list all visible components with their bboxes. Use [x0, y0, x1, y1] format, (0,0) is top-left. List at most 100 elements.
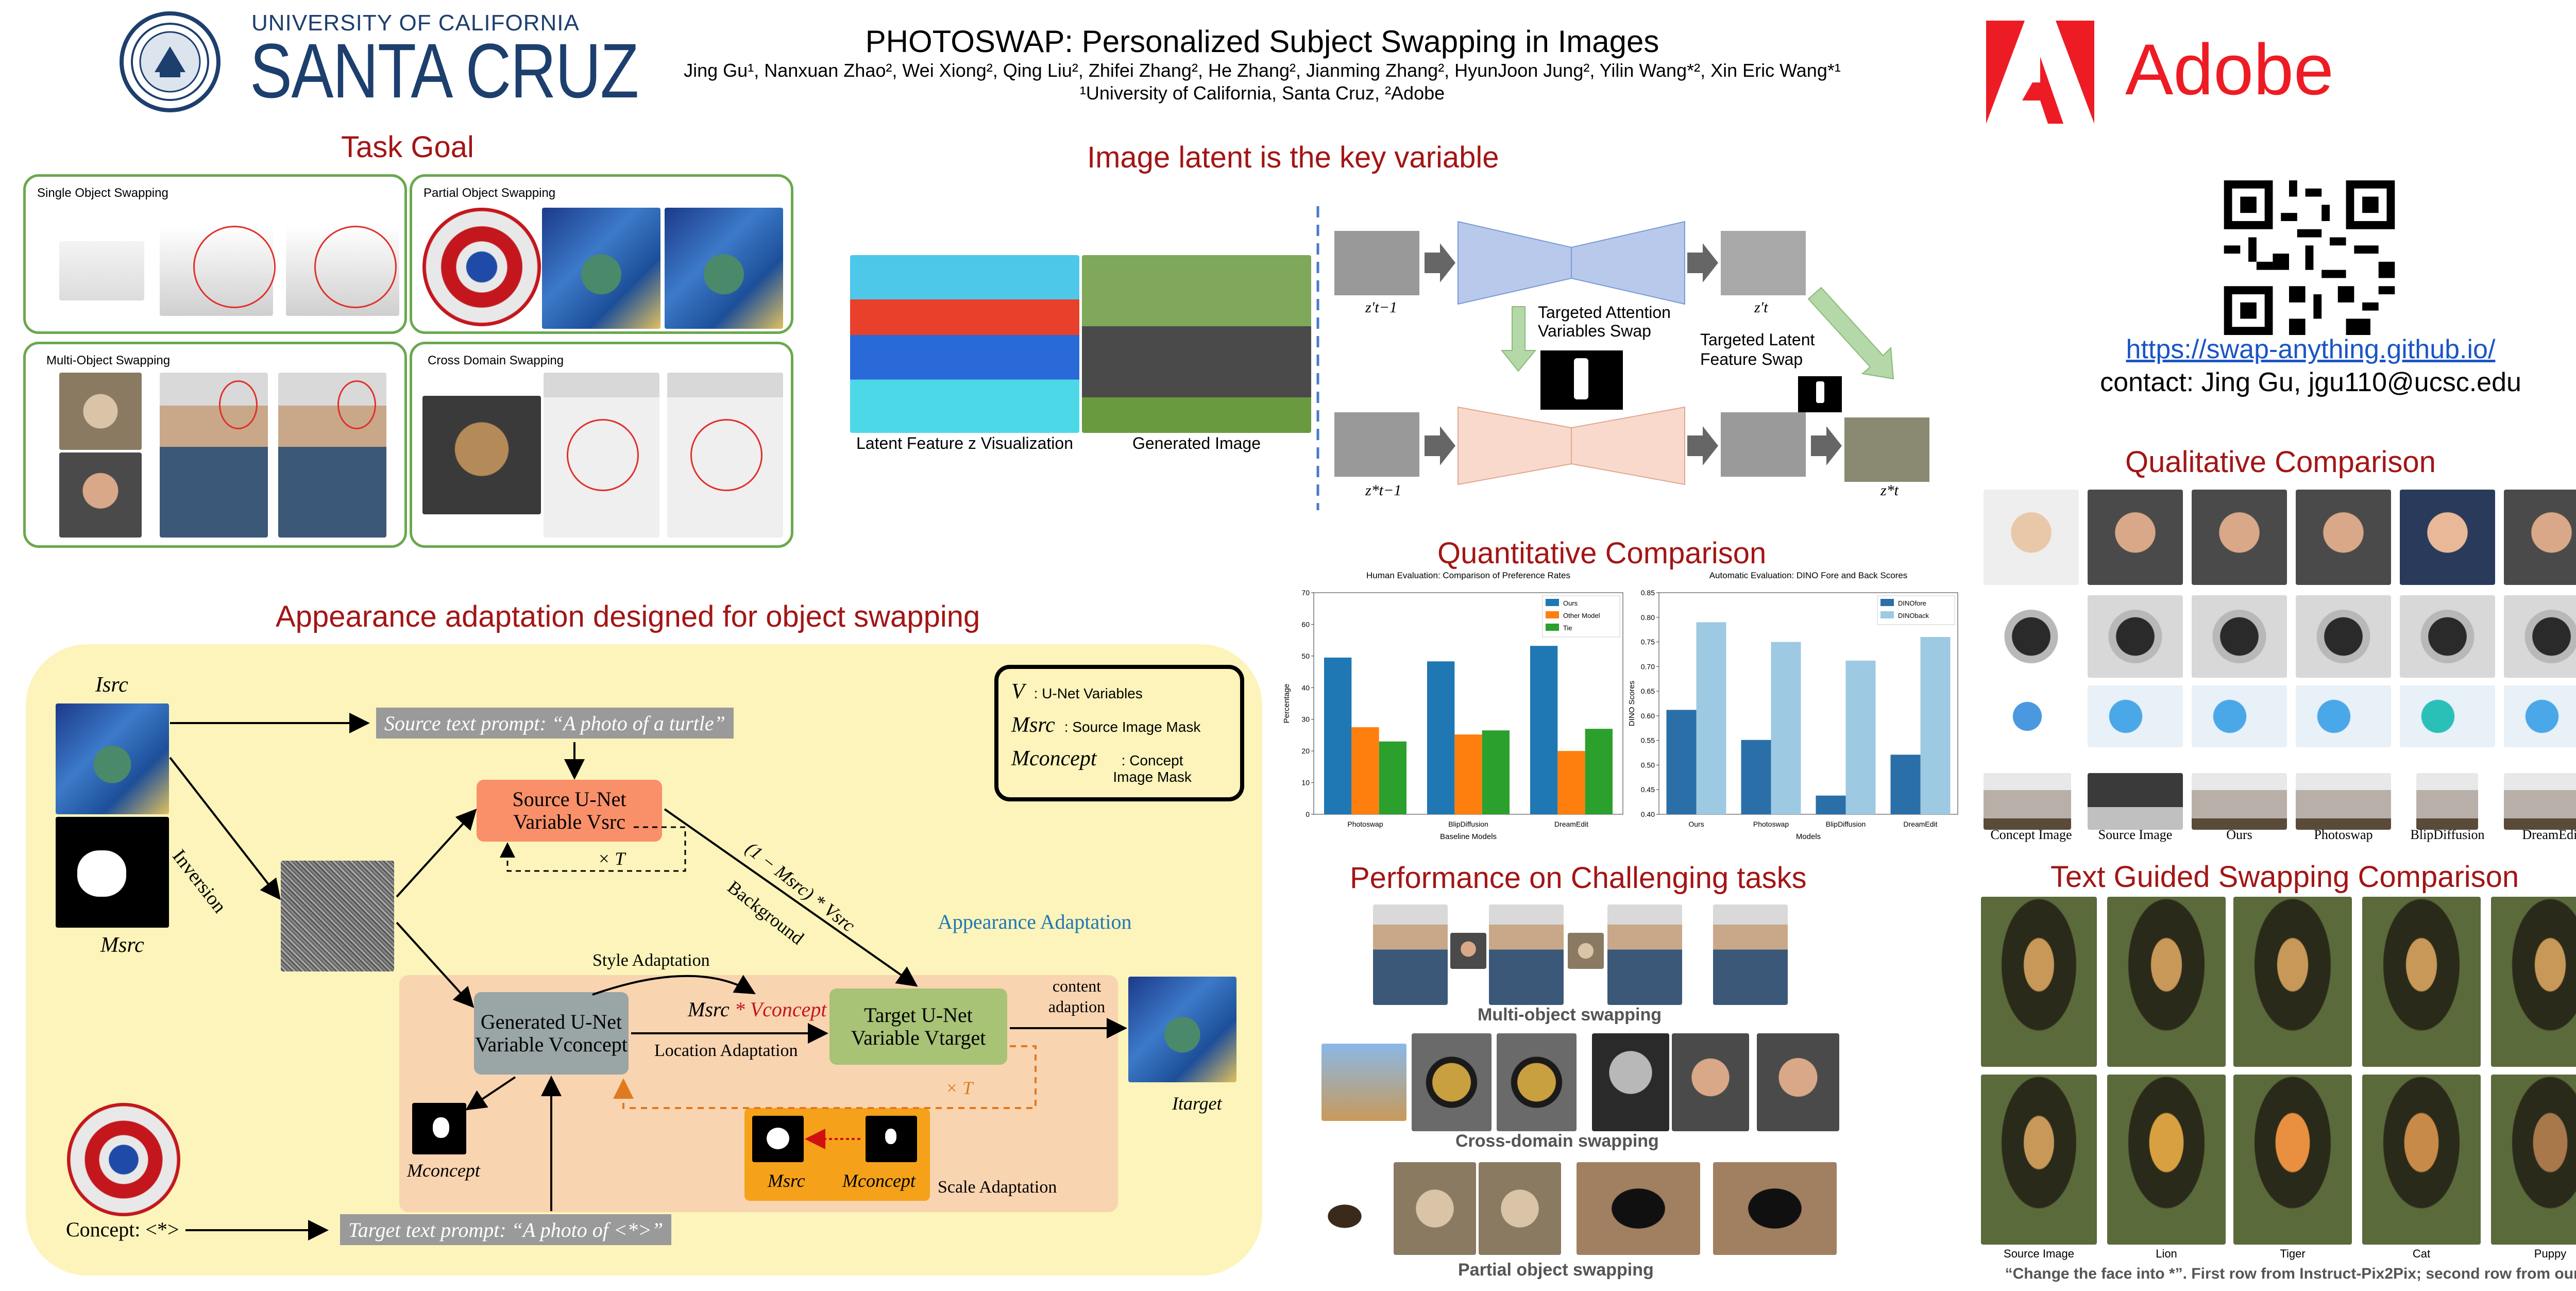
- mconcept-small-label: Mconcept: [842, 1170, 916, 1191]
- adobe-mark-icon: [1986, 21, 2094, 124]
- mask-formula: Msrc * Vconcept: [688, 997, 827, 1021]
- plot-frame: [1658, 592, 1958, 815]
- bar: [1557, 751, 1585, 814]
- generated-unet-box: Generated U-Net Variable Vconcept: [474, 992, 629, 1075]
- multi-photo: [1607, 904, 1682, 1005]
- latent-thumb: [1721, 231, 1806, 295]
- x-tick-label: Photoswap: [1347, 820, 1383, 828]
- dog-image: [422, 396, 541, 514]
- multi-photo: [1713, 904, 1788, 1005]
- red-circle: [567, 419, 639, 491]
- attention-swap-label: Targeted Attention Variables Swap: [1538, 303, 1671, 340]
- z-label: z′t: [1754, 299, 1768, 316]
- qr-code-icon[interactable]: [2223, 180, 2396, 335]
- generated-unet-text: Generated U-Net Variable Vconcept: [475, 1010, 628, 1056]
- y-tick-label: 0.45: [1641, 785, 1655, 794]
- variable-legend: V : U-Net Variables Msrc : Source Image …: [994, 665, 1244, 801]
- multi-images: [1373, 904, 1795, 1008]
- bar: [1666, 710, 1697, 814]
- legend-row: V : U-Net Variables: [1011, 679, 1143, 704]
- z-label: z*t−1: [1365, 482, 1402, 499]
- legend-label: Ours: [1563, 599, 1578, 607]
- grid-photo: [2192, 685, 2287, 747]
- grid-photo: [2296, 685, 2391, 747]
- latent-swap-label: Targeted Latent Feature Swap: [1700, 330, 1815, 368]
- y-tick-label: 0: [1306, 810, 1310, 818]
- grid-photo: [2504, 490, 2576, 585]
- eye-photo: [1713, 1162, 1837, 1255]
- noise-latent-image: [281, 861, 394, 971]
- grid-photo: [2504, 595, 2576, 678]
- y-tick-label: 0.50: [1641, 761, 1655, 769]
- task-box-single: Single Object Swapping: [23, 174, 407, 334]
- qualitative-section-title: Qualitative Comparison: [2125, 445, 2436, 479]
- target-unet-text: Target U-Net Variable Vtarget: [851, 1003, 986, 1049]
- mask-formula-m: Msrc: [688, 998, 730, 1021]
- bar: [1816, 795, 1846, 814]
- y-tick-label: 50: [1301, 652, 1310, 660]
- grid-photo: [2504, 685, 2576, 747]
- msrc-label: Msrc: [100, 933, 144, 958]
- mask-formula-v: * Vconcept: [734, 998, 827, 1021]
- grid-photo: [1991, 685, 2063, 747]
- appearance-section-title: Appearance adaptation designed for objec…: [276, 600, 980, 633]
- arrow-right: [1811, 426, 1842, 465]
- adobe-logo: Adobe: [1986, 21, 2357, 129]
- qual-caption: DreamEdit: [2522, 827, 2576, 842]
- latent-mask-shape: [1816, 381, 1824, 403]
- task-goal-title: Task Goal: [341, 130, 474, 164]
- ucsc-name-text: SANTA CRUZ: [250, 27, 639, 114]
- mconcept-label: Mconcept: [407, 1160, 480, 1181]
- x-tick-label: DreamEdit: [1903, 820, 1937, 828]
- y-tick-label: 0.60: [1641, 712, 1655, 720]
- legend-desc: : U-Net Variables: [1033, 685, 1143, 701]
- project-link[interactable]: https://swap-anything.github.io/: [2126, 334, 2496, 364]
- bar: [1845, 660, 1876, 814]
- red-circle: [337, 380, 376, 429]
- legend-row: Msrc : Source Image Mask: [1011, 713, 1200, 737]
- legend-label: Other Model: [1563, 612, 1600, 619]
- concept-mask-shape: [433, 1117, 449, 1138]
- y-tick-label: 20: [1301, 747, 1310, 755]
- bar: [1427, 661, 1455, 814]
- mona-photo: [2362, 1075, 2481, 1245]
- mona-photo: [2107, 1075, 2226, 1245]
- y-tick-label: 0.80: [1641, 613, 1655, 622]
- latent-viz-caption: Latent Feature z Visualization: [856, 434, 1073, 452]
- grid-photo: [2088, 490, 2183, 585]
- text-guided-section-title: Text Guided Swapping Comparison: [2050, 860, 2519, 894]
- affiliation-line: ¹University of California, Santa Cruz, ²…: [1079, 82, 1445, 104]
- legend-swatch: [1880, 611, 1894, 618]
- bar: [1530, 646, 1558, 814]
- target-turtle-image: [1128, 977, 1236, 1082]
- legend-label: Tie: [1563, 624, 1572, 632]
- man-face-image: [59, 452, 142, 538]
- y-tick-label: 40: [1301, 683, 1310, 692]
- grid-photo: [2416, 773, 2478, 830]
- location-adaptation-label: Location Adaptation: [654, 1041, 798, 1060]
- mona-grid: [1981, 897, 2576, 1247]
- latent-thumb: [1721, 412, 1806, 477]
- latent-thumb: [1334, 231, 1419, 295]
- style-adaptation-label: Style Adaptation: [592, 951, 710, 970]
- mona-photo: [2491, 1075, 2576, 1245]
- concept-label: Concept: <*>: [66, 1218, 179, 1241]
- task-box-cross: Cross Domain Swapping: [410, 342, 793, 548]
- latent-diagram: [1316, 206, 1929, 510]
- legend-swatch: [1546, 599, 1559, 606]
- grid-photo: [2296, 490, 2391, 585]
- y-axis-label: Percentage: [1282, 684, 1291, 724]
- y-tick-label: 0.40: [1641, 810, 1655, 818]
- decoder-top: [1571, 221, 1685, 305]
- legend-label: DINOfore: [1898, 599, 1926, 607]
- grid-photo: [2504, 773, 2576, 830]
- y-tick-label: 60: [1301, 620, 1310, 628]
- source-turtle-image: [56, 703, 169, 814]
- x-tick-label: Ours: [1688, 820, 1704, 828]
- source-mask-shape: [77, 850, 126, 897]
- grid-photo: [1984, 490, 2079, 585]
- chart-title: Automatic Evaluation: DINO Fore and Back…: [1709, 571, 1908, 580]
- bar: [1585, 729, 1613, 814]
- red-circle: [314, 226, 397, 308]
- bar: [1741, 740, 1771, 814]
